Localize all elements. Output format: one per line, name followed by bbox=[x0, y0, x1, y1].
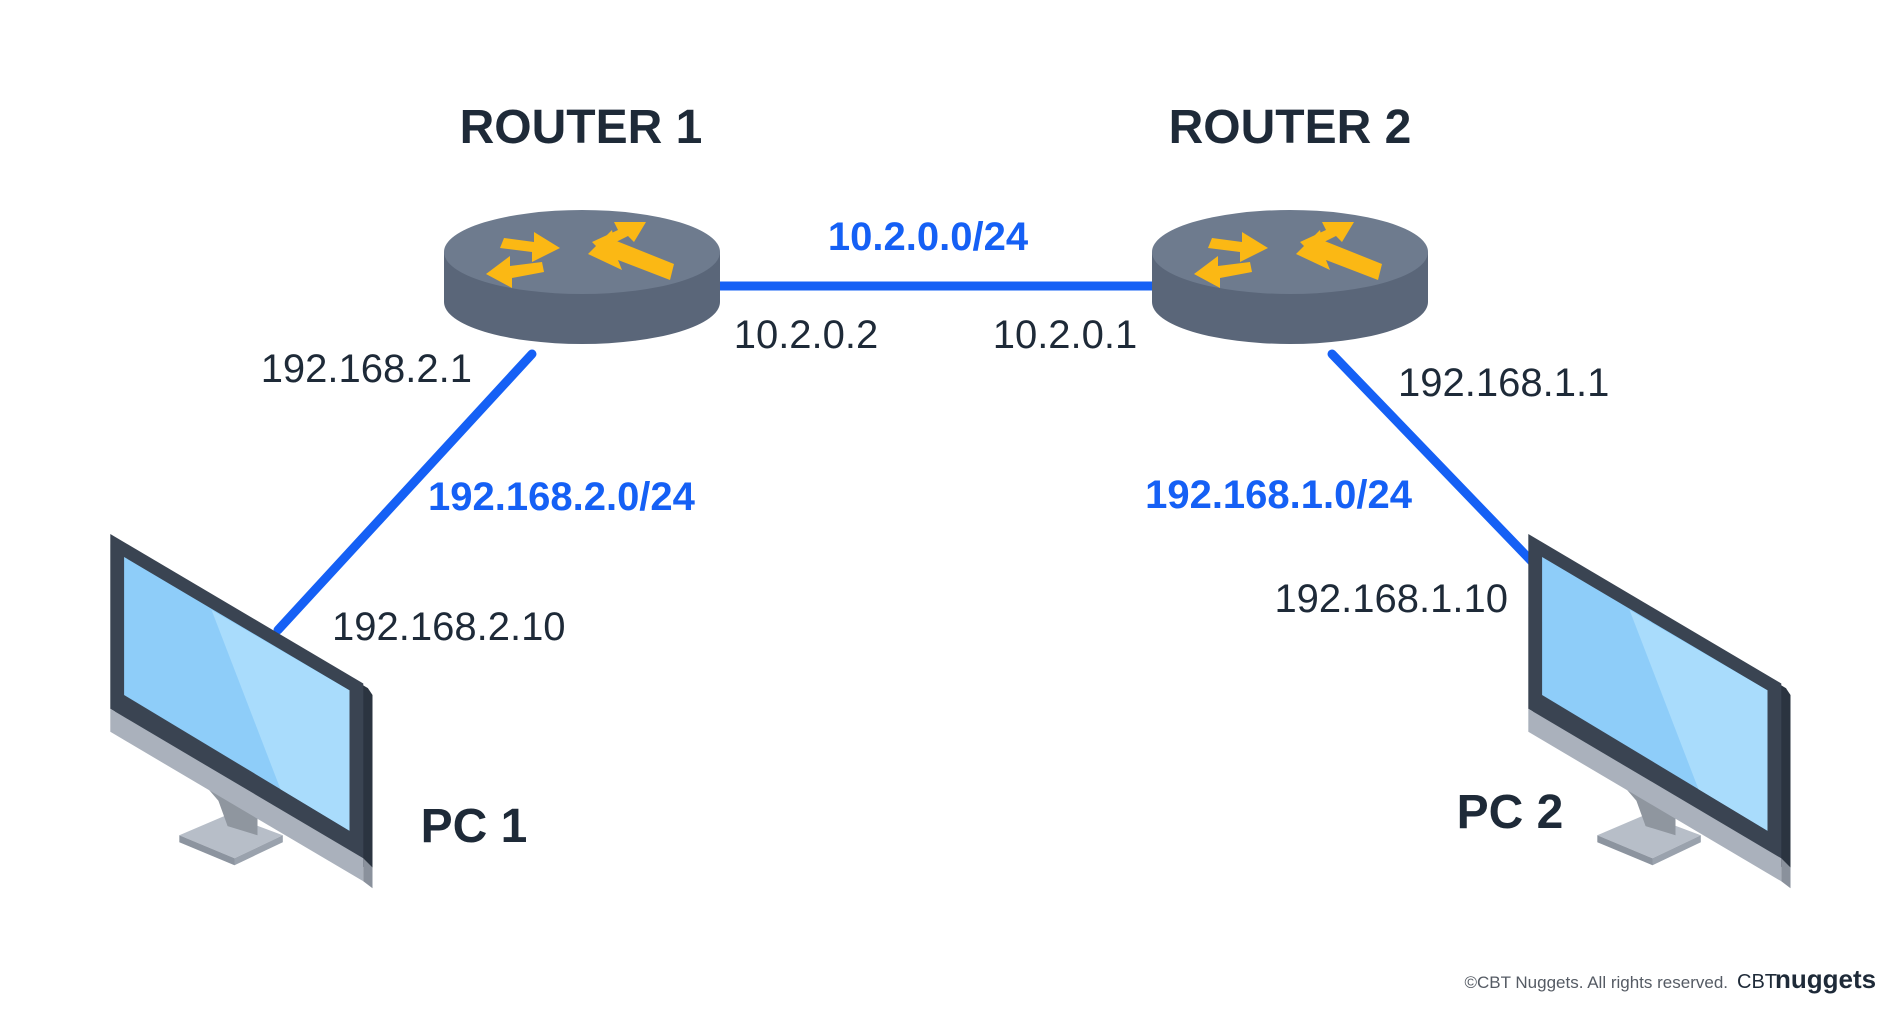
network-label-router-link: 10.2.0.0/24 bbox=[828, 215, 1029, 259]
pc-1-monitor-icon bbox=[110, 534, 373, 889]
router-1-title: ROUTER 1 bbox=[460, 101, 703, 154]
link-router1-pc1 bbox=[273, 349, 537, 635]
router-1-lan-ip: 192.168.2.1 bbox=[261, 347, 472, 391]
link-router2-pc2 bbox=[1327, 349, 1545, 575]
brand-nuggets-text: nuggets bbox=[1775, 964, 1876, 994]
pc-2-title: PC 2 bbox=[1457, 786, 1564, 839]
router-2-lan-ip: 192.168.1.1 bbox=[1398, 361, 1609, 405]
network-label-lan-1: 192.168.2.0/24 bbox=[428, 475, 696, 519]
pc-2-ip: 192.168.1.10 bbox=[1274, 577, 1508, 621]
pc-2-monitor-icon bbox=[1528, 534, 1791, 889]
router-1-icon bbox=[444, 210, 720, 344]
router-2-title: ROUTER 2 bbox=[1169, 101, 1412, 154]
pc-1-title: PC 1 bbox=[421, 800, 528, 853]
router-1-wan-ip: 10.2.0.2 bbox=[734, 313, 879, 357]
brand-cbt-text: CBT bbox=[1737, 971, 1777, 993]
router-2-wan-ip: 10.2.0.1 bbox=[993, 313, 1138, 357]
router-2-icon bbox=[1152, 210, 1428, 344]
network-label-lan-2: 192.168.1.0/24 bbox=[1145, 473, 1413, 517]
copyright-notice: ©CBT Nuggets. All rights reserved. bbox=[1464, 973, 1728, 992]
pc-1-ip: 192.168.2.10 bbox=[332, 605, 566, 649]
